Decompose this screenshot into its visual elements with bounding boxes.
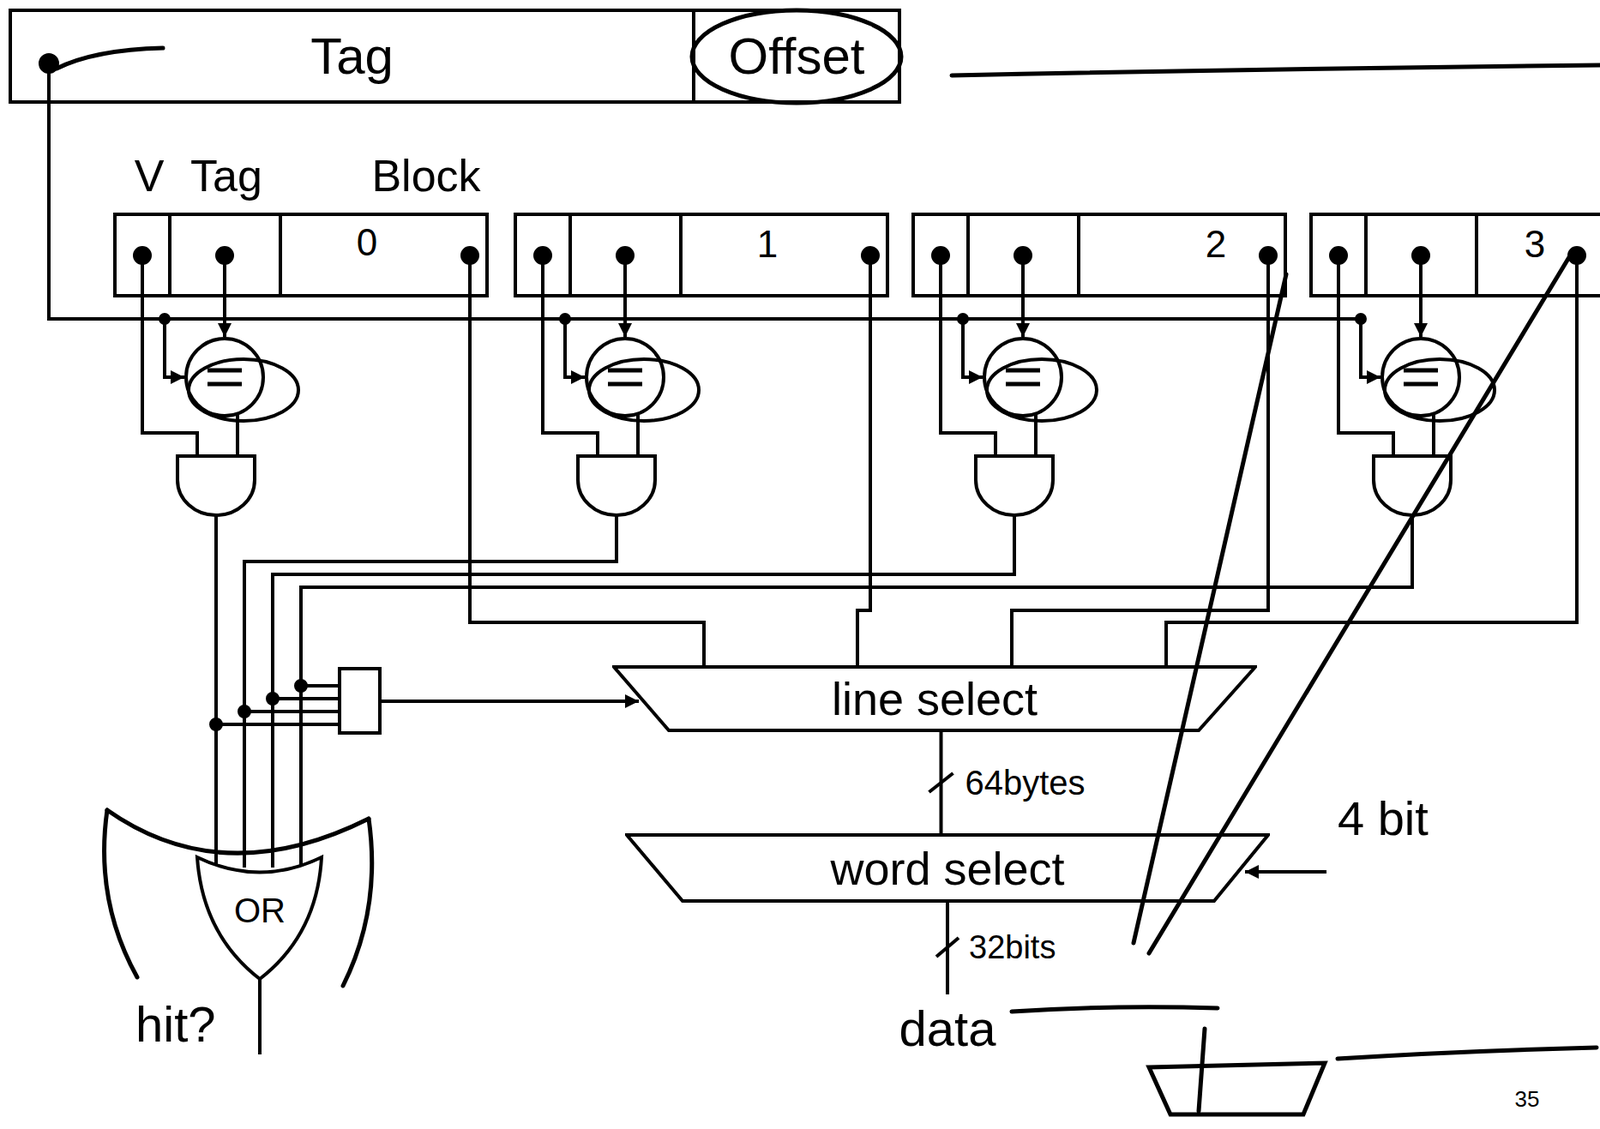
hand-stroke	[1133, 274, 1287, 944]
cache-line	[114, 214, 488, 516]
junction-dot	[239, 706, 250, 717]
page-number: 35	[1515, 1088, 1540, 1111]
hit-wire	[272, 515, 1015, 868]
field-heading: V	[134, 153, 165, 199]
output-name: data	[899, 1004, 997, 1054]
line-number: 0	[356, 223, 378, 262]
block-dot	[1260, 247, 1276, 264]
address-tag-field: Tag	[8, 8, 696, 104]
line-number: 3	[1524, 225, 1546, 264]
line-number: 1	[757, 225, 778, 264]
cache-line	[1311, 214, 1600, 516]
handwritten-annotations	[56, 10, 1600, 1115]
bus-width: 32bits	[968, 931, 1056, 964]
hand-stroke	[1337, 1047, 1597, 1059]
word-select-mux: word select	[625, 833, 1270, 903]
or-gate-shape	[197, 857, 322, 980]
mux-shape	[613, 667, 1256, 731]
block-wire	[857, 263, 871, 666]
node-text: Offset	[728, 30, 866, 83]
node-text: line select	[831, 675, 1038, 722]
block-wire	[1166, 263, 1577, 666]
block-wire	[469, 263, 704, 666]
hit-wire	[300, 515, 1413, 867]
cache-line	[913, 214, 1286, 516]
node-text: Tag	[310, 30, 394, 83]
bus-width-tick	[936, 938, 959, 957]
field-heading: Tag	[190, 153, 263, 199]
bus-width: 64bytes	[965, 765, 1086, 800]
junction-dot	[210, 719, 222, 730]
select-arrow	[379, 699, 639, 704]
hand-or-gate	[107, 810, 369, 854]
hand-stroke	[56, 48, 163, 69]
hit-output-wire	[258, 979, 262, 1055]
hand-stroke	[1148, 257, 1570, 954]
hand-circle	[691, 10, 902, 103]
hand-stroke	[1011, 1007, 1218, 1012]
tag-bus	[48, 72, 1361, 319]
wires	[40, 54, 1585, 995]
node-text: word select	[830, 845, 1065, 892]
hit-wire	[214, 515, 218, 867]
block-wire	[1011, 263, 1269, 666]
line-select-mux: line select	[612, 665, 1258, 733]
hand-stroke	[951, 65, 1600, 76]
mux-shape	[626, 835, 1269, 902]
junction-dot	[295, 680, 307, 692]
hand-or-gate	[104, 810, 138, 978]
bit-note: 4 bit	[1337, 794, 1429, 843]
junction-dot	[267, 693, 278, 704]
bus-connector	[929, 732, 954, 834]
hand-or-gate	[342, 818, 373, 987]
block-dot	[462, 247, 478, 264]
encoder-box	[339, 668, 380, 734]
mux-outline	[625, 833, 1270, 903]
node-text: hit?	[135, 999, 217, 1050]
hand-mux	[1148, 1063, 1325, 1115]
hit-or-gate: hit?	[128, 848, 378, 1055]
block-dot	[862, 247, 879, 264]
field-heading: Block	[371, 153, 481, 199]
gate-note: OR	[234, 893, 286, 928]
address-offset-field: Offset	[691, 8, 902, 104]
bus-width-tick	[929, 773, 954, 793]
block-dot	[1569, 247, 1585, 264]
offset-arrow	[1245, 870, 1327, 874]
hand-stroke	[1198, 1028, 1205, 1112]
or-gate-outline	[128, 848, 378, 1055]
mux-outline	[612, 665, 1258, 733]
cache-line	[515, 214, 888, 516]
encoder-taps	[216, 685, 340, 725]
line-number: 2	[1205, 225, 1227, 264]
